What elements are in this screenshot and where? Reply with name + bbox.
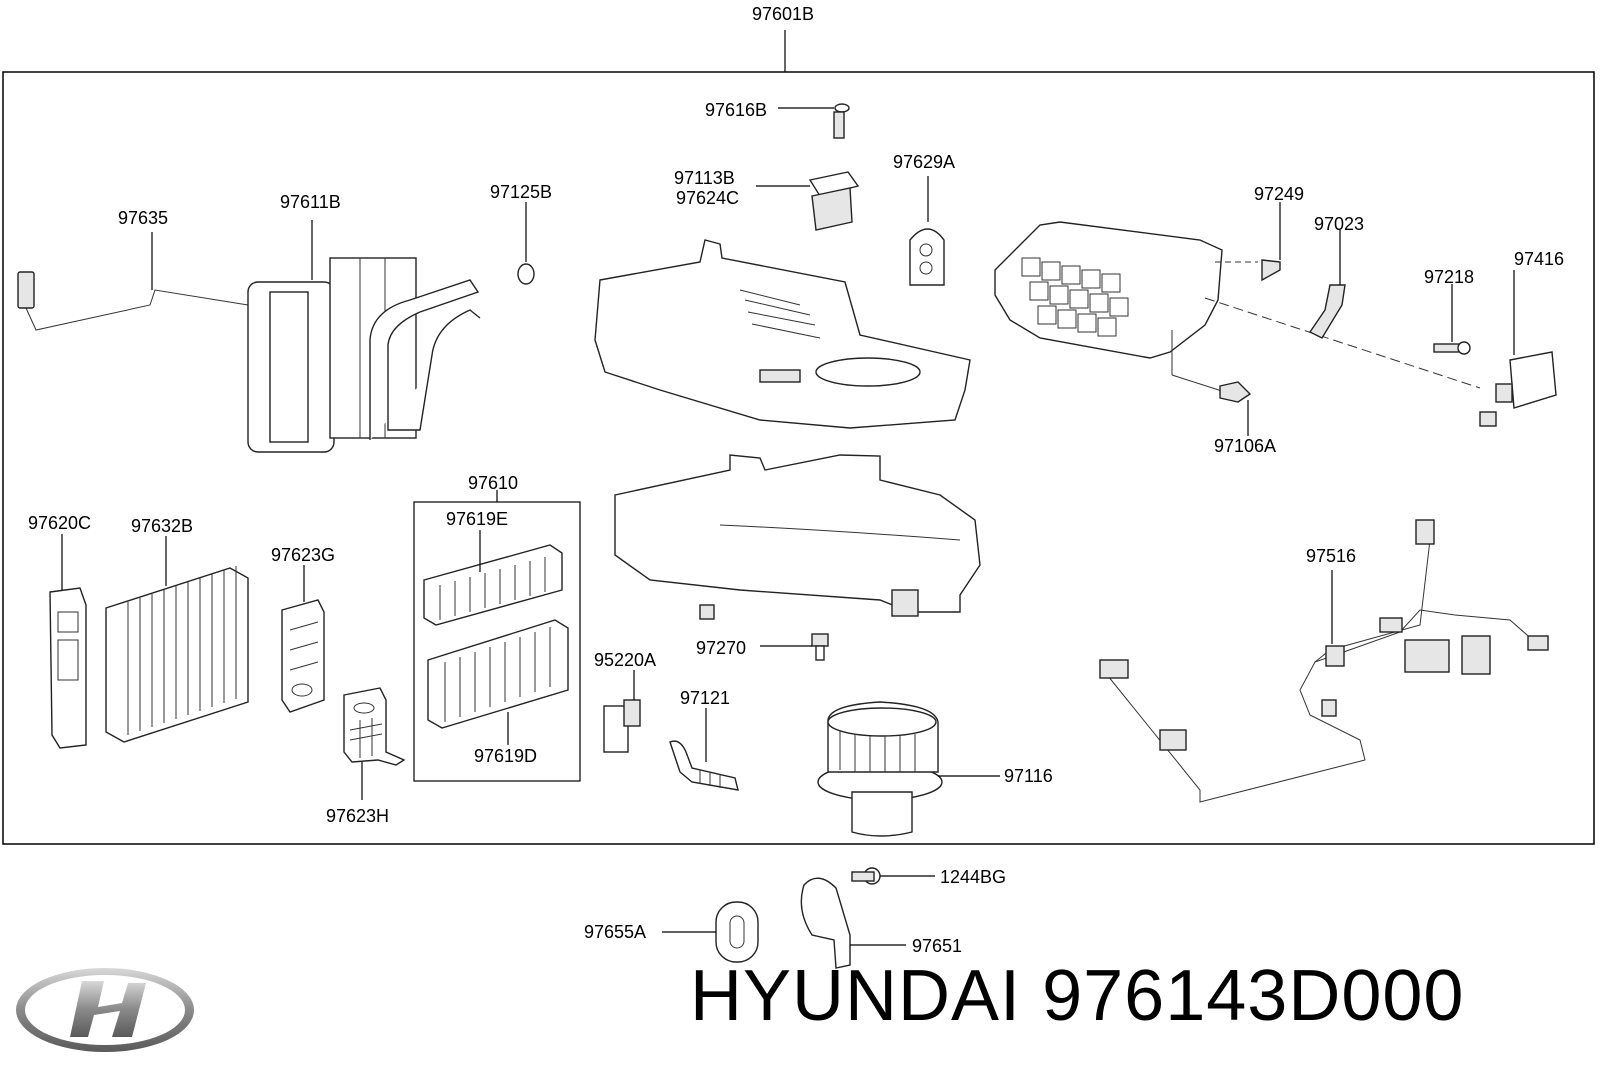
lower-case [614, 454, 981, 620]
sensor-97635 [17, 232, 249, 331]
hose-97121 [669, 708, 739, 791]
label-97116[interactable]: 97116 [1004, 766, 1053, 786]
label-97218[interactable]: 97218 [1424, 267, 1474, 287]
cover-97623G [281, 565, 325, 713]
bracket-97623H [343, 687, 406, 800]
label-97249[interactable]: 97249 [1254, 184, 1304, 204]
intake-case [994, 221, 1481, 393]
label-97416[interactable]: 97416 [1514, 249, 1564, 269]
filter-97632B [105, 536, 249, 743]
blower-motor-97116 [817, 701, 1000, 837]
label-97623G[interactable]: 97623G [271, 545, 335, 565]
frame-97620C [49, 534, 87, 749]
label-95220A[interactable]: 95220A [594, 650, 656, 670]
filter-group-97610 [413, 490, 581, 782]
harness-97516 [1099, 519, 1549, 803]
label-97106A[interactable]: 97106A [1214, 436, 1276, 456]
screw-97616B [778, 103, 850, 139]
label-97632B[interactable]: 97632B [131, 516, 193, 536]
label-97655A[interactable]: 97655A [584, 922, 646, 942]
upper-case [594, 239, 971, 429]
o-ring-97125B [517, 202, 535, 285]
label-97121[interactable]: 97121 [680, 688, 730, 708]
bolt-97270 [760, 633, 829, 661]
label-97651[interactable]: 97651 [912, 936, 962, 956]
resistor-97113B [756, 171, 860, 231]
label-97624C[interactable]: 97624C [676, 188, 739, 208]
brand-name: HYUNDAI [690, 956, 1022, 1036]
bolt-1244BG [851, 867, 935, 885]
label-1244BG[interactable]: 1244BG [940, 867, 1006, 887]
hyundai-logo-icon [16, 968, 194, 1052]
label-97610[interactable]: 97610 [468, 473, 518, 493]
label-97623H[interactable]: 97623H [326, 806, 389, 826]
screw-97218 [1433, 284, 1471, 355]
part-title: HYUNDAI 976143D000 [690, 960, 1464, 1032]
sensor-95220A [603, 670, 641, 753]
actuator-97416 [1479, 270, 1557, 427]
label-97620C[interactable]: 97620C [28, 513, 91, 533]
assembly-frame [2, 71, 1595, 845]
label-97516[interactable]: 97516 [1306, 546, 1356, 566]
evaporator-97611B [247, 220, 481, 453]
label-97125B[interactable]: 97125B [490, 182, 552, 202]
grommet-97655A [662, 901, 759, 963]
label-97629A[interactable]: 97629A [893, 152, 955, 172]
seal-97629A [909, 176, 945, 286]
duct-97651 [800, 877, 906, 969]
label-97113B[interactable]: 97113B [674, 168, 735, 188]
label-97616B[interactable]: 97616B [705, 100, 767, 120]
label-97270[interactable]: 97270 [696, 638, 746, 658]
label-97635[interactable]: 97635 [118, 208, 168, 228]
clip-97106A [1219, 381, 1252, 436]
label-assembly[interactable]: 97601B [752, 4, 814, 24]
label-97619D[interactable]: 97619D [474, 746, 537, 766]
part-number: 976143D000 [1042, 956, 1465, 1036]
label-97611B[interactable]: 97611B [280, 192, 341, 212]
label-97023[interactable]: 97023 [1314, 214, 1364, 234]
label-97619E[interactable]: 97619E [446, 509, 508, 529]
link-97023 [1308, 230, 1346, 339]
lever-97249 [1261, 202, 1281, 282]
